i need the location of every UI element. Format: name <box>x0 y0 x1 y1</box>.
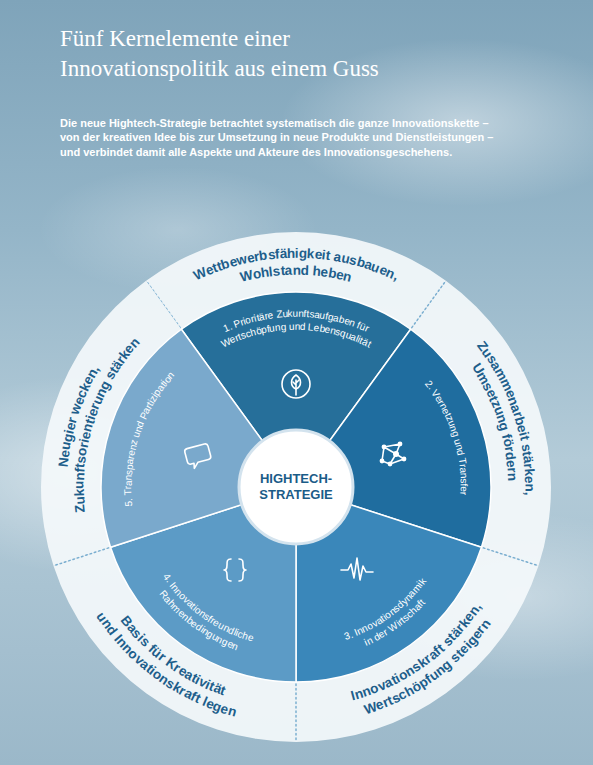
goal-label: Zusammenarbeit stärken, Umsetzung förder… <box>408 278 553 568</box>
center-circle: HIGHTECH-STRATEGIE <box>236 427 356 547</box>
left-brace <box>224 559 231 581</box>
glyph: s <box>458 478 470 483</box>
glyph: d <box>300 321 306 333</box>
glyph: n <box>458 473 470 479</box>
glyph: i <box>295 246 299 262</box>
glyph: u <box>72 496 88 505</box>
glyph: n <box>72 472 88 481</box>
glyph: e <box>458 486 470 492</box>
glyph: h <box>287 246 296 262</box>
element-label: 3. Innovationsdynamik in der Wirtschaft <box>294 485 484 684</box>
dotted-divider <box>55 548 108 565</box>
glyph: n <box>122 475 134 481</box>
goal-segment: Basis für Kreativität und Innovationskra… <box>51 545 299 744</box>
speech-bubble-icon <box>184 443 213 469</box>
dotted-divider <box>295 684 297 740</box>
glyph: r <box>458 492 470 496</box>
glyph: u <box>72 481 88 489</box>
glyph: g <box>280 321 286 333</box>
glyph: n <box>298 308 304 320</box>
strategy-wheel: Wettbewerbsfähigkeit ausbauen, Wohlstand… <box>36 227 556 747</box>
bubble-outline <box>184 443 213 469</box>
glyph: r <box>122 486 134 489</box>
waveform-icon <box>341 558 373 580</box>
intro-text: Die neue Hightech-Strategie betrachtet s… <box>60 116 500 160</box>
icon-ring <box>282 370 310 398</box>
network-dots <box>380 442 407 467</box>
glyph: f <box>458 483 470 486</box>
glyph: s <box>272 263 281 279</box>
element-label: 4. Innovationsfreundliche Rahmenbedingun… <box>108 485 299 684</box>
page-title: Fünf Kernelemente einer Innovationspolit… <box>60 24 460 84</box>
center-disc <box>239 430 353 544</box>
glyph: k <box>72 489 88 497</box>
glyph: k <box>307 246 315 262</box>
glyph: e <box>522 476 538 484</box>
glyph: k <box>521 468 537 476</box>
element-wedge: 3. Innovationsdynamik in der Wirtschaft <box>294 485 484 684</box>
goal-label: Basis für Kreativität und Innovationskra… <box>51 545 299 744</box>
dotted-divider <box>412 282 445 327</box>
glyph: n <box>342 268 354 285</box>
glyph: d <box>300 263 309 279</box>
element-wedge: 5. Transparenz und Partizipation <box>99 327 298 550</box>
waveform-line <box>341 558 373 580</box>
goal-segment: Neugier wecken, Zukunftsorientierung stä… <box>39 278 184 568</box>
braces-icon <box>224 559 246 581</box>
element-wedge: 4. Innovationsfreundliche Rahmenbedingun… <box>108 485 299 684</box>
glyph: u <box>282 308 288 320</box>
glyph: T <box>122 489 134 495</box>
glyph: N <box>56 456 72 467</box>
glyph: e <box>267 309 274 321</box>
leaf-shape <box>292 375 301 389</box>
glyph: , <box>522 492 538 496</box>
goal-segment: Zusammenarbeit stärken, Umsetzung förder… <box>408 278 553 568</box>
dotted-divider <box>483 548 536 565</box>
glyph: Z <box>275 308 282 320</box>
icons <box>184 370 406 581</box>
glyph: t <box>325 248 332 264</box>
element-label: 5. Transparenz und Partizipation <box>99 327 298 550</box>
glyph: n <box>504 472 520 481</box>
center-label: HIGHTECH-STRATEGIE <box>251 471 341 504</box>
element-label: 2. Vernetzung und Transfer <box>294 327 493 550</box>
element-wedge: 1. Prioritäre Zukunftsaufgaben für Werts… <box>179 290 413 489</box>
leaf-icon <box>282 370 310 398</box>
leaf-stem <box>293 380 299 395</box>
glyph: u <box>289 321 295 333</box>
element-label: 1. Prioritäre Zukunftsaufgaben für Werts… <box>179 290 413 489</box>
glyph: r <box>504 467 520 473</box>
ring-segment <box>146 232 446 329</box>
goal-label: Innovationskraft stärken, Wertschöpfung … <box>294 545 541 744</box>
network-icon <box>380 442 407 467</box>
glyph: a <box>122 480 134 486</box>
glyph: k <box>287 308 292 320</box>
goal-label: Neugier wecken, Zukunftsorientierung stä… <box>39 278 184 568</box>
glyph: u <box>293 308 299 320</box>
glyph: n <box>522 483 538 491</box>
glyph: g <box>299 246 308 262</box>
right-brace <box>239 559 246 581</box>
glyph: Z <box>72 504 88 514</box>
glyph: a <box>457 467 469 474</box>
glyph: a <box>284 263 292 279</box>
header-block: Fünf Kernelemente einer Innovationspolit… <box>60 24 530 159</box>
glyph: t <box>280 263 285 279</box>
glyph: d <box>454 449 466 457</box>
network-lines <box>382 444 404 464</box>
glyph: n <box>294 321 300 333</box>
glyph <box>521 495 537 499</box>
glyph <box>286 321 289 333</box>
glyph: ä <box>279 246 287 262</box>
goal-segment: Innovationskraft stärken, Wertschöpfung … <box>294 545 541 744</box>
glyph: n <box>292 263 300 279</box>
element-wedge: 2. Vernetzung und Transfer <box>294 327 493 550</box>
glyph: 5 <box>123 500 135 507</box>
